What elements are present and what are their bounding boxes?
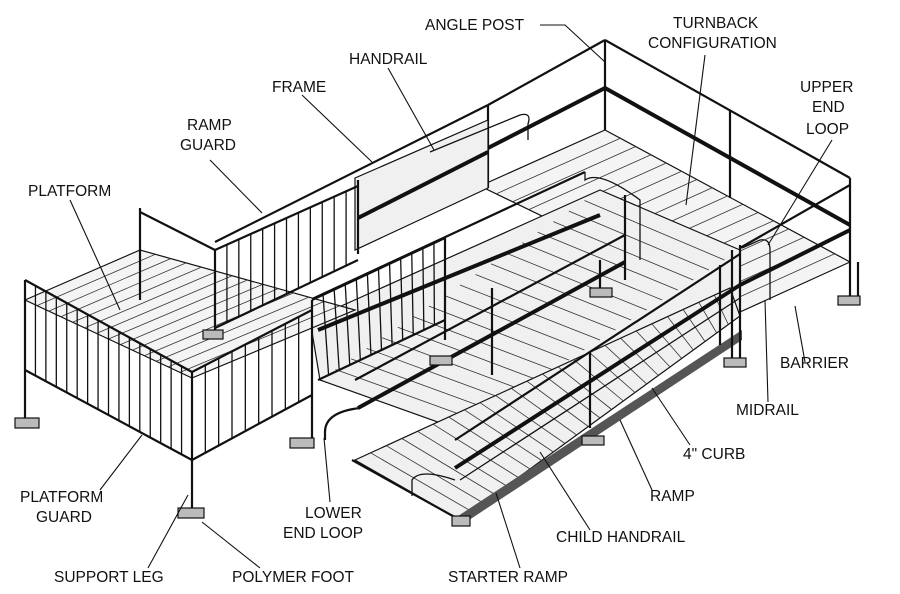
leader-lines bbox=[69, 24, 833, 569]
label-platform-guard-line1: PLATFORM bbox=[20, 489, 103, 506]
ramp-plank bbox=[604, 345, 647, 385]
label-lower-end-loop-line1: LOWER bbox=[305, 505, 362, 522]
ramp-plank bbox=[490, 263, 632, 321]
ramp-plank bbox=[475, 274, 616, 331]
deck-plank bbox=[48, 258, 171, 312]
ramp-plank bbox=[448, 416, 531, 470]
label-upper-end-loop-line1: UPPER bbox=[800, 79, 853, 96]
label-platform: PLATFORM bbox=[28, 183, 111, 200]
deck-plank bbox=[528, 154, 652, 210]
ramp-plank bbox=[537, 231, 678, 291]
guard-baluster bbox=[377, 268, 383, 351]
deck-plank bbox=[96, 275, 233, 334]
ramp-plank bbox=[573, 359, 624, 402]
label-ramp-guard-line2: GUARD bbox=[180, 137, 236, 154]
label-platform-guard-line2: GUARD bbox=[36, 509, 92, 526]
ramp-plank bbox=[584, 200, 725, 261]
ramp-plank bbox=[651, 323, 682, 359]
guard-baluster bbox=[366, 274, 372, 356]
guard-baluster bbox=[411, 253, 414, 336]
ramp-plank bbox=[667, 316, 694, 351]
ramp-plank bbox=[417, 430, 507, 487]
deck-plank bbox=[72, 266, 202, 323]
label-upper-end-loop-line3: LOOP bbox=[806, 121, 849, 138]
deck-plank bbox=[132, 288, 279, 351]
guard-baluster bbox=[400, 258, 404, 341]
ramp-plank bbox=[568, 210, 710, 271]
label-ramp: RAMP bbox=[650, 488, 695, 505]
deck-plank bbox=[512, 146, 636, 203]
label-child-handrail: CHILD HANDRAIL bbox=[556, 529, 686, 546]
ramp-plank bbox=[397, 326, 538, 381]
deck-plank bbox=[108, 279, 248, 340]
labels: ANGLE POST TURNBACK CONFIGURATION HANDRA… bbox=[20, 15, 853, 586]
label-lower-end-loop-line2: END LOOP bbox=[283, 525, 363, 542]
label-polymer-foot: POLYMER FOOT bbox=[232, 569, 355, 586]
label-support-leg: SUPPORT LEG bbox=[54, 569, 164, 586]
ramp-plank bbox=[635, 330, 671, 368]
guard-baluster bbox=[333, 289, 340, 371]
ramp-plank bbox=[370, 452, 472, 512]
guard-baluster bbox=[388, 263, 393, 346]
middle-ramp bbox=[309, 171, 741, 431]
ramp-plank bbox=[366, 347, 507, 401]
deck-plank bbox=[156, 296, 310, 362]
label-ramp-guard-line1: RAMP bbox=[187, 117, 232, 134]
label-barrier: BARRIER bbox=[780, 355, 849, 372]
guard-baluster bbox=[344, 284, 351, 366]
label-frame: FRAME bbox=[272, 79, 326, 96]
label-turnback-line1: TURNBACK bbox=[673, 15, 759, 32]
ramp-plank bbox=[553, 221, 694, 281]
ramp-plank bbox=[620, 337, 659, 376]
front-ramp bbox=[323, 184, 851, 527]
deck-plank bbox=[60, 262, 187, 318]
ramp-plank bbox=[413, 316, 554, 371]
label-angle-post: ANGLE POST bbox=[425, 17, 525, 34]
ramp-plank bbox=[522, 242, 663, 301]
ramp-plank bbox=[350, 358, 492, 411]
label-starter-ramp: STARTER RAMP bbox=[448, 569, 568, 586]
label-midrail: MIDRAIL bbox=[736, 402, 799, 419]
deck-plank bbox=[84, 271, 217, 329]
ramp-plank bbox=[506, 252, 647, 311]
deck-plank bbox=[723, 253, 835, 305]
ramp-plank bbox=[557, 366, 612, 410]
ramp-plank bbox=[401, 438, 496, 495]
ramp-plank bbox=[589, 352, 636, 393]
label-turnback-line2: CONFIGURATION bbox=[648, 35, 777, 52]
upper-ramp bbox=[214, 104, 530, 254]
label-curb: 4" CURB bbox=[683, 446, 745, 463]
guard-baluster bbox=[433, 243, 436, 326]
label-handrail: HANDRAIL bbox=[349, 51, 428, 68]
guard-baluster bbox=[422, 248, 425, 331]
deck-plank bbox=[167, 301, 325, 368]
guard-baluster bbox=[322, 294, 330, 376]
guard-baluster bbox=[355, 279, 361, 361]
deck-plank bbox=[496, 137, 621, 195]
ramp-plank bbox=[432, 423, 519, 478]
ramp-plank bbox=[682, 309, 706, 342]
label-upper-end-loop-line2: END bbox=[812, 99, 845, 116]
